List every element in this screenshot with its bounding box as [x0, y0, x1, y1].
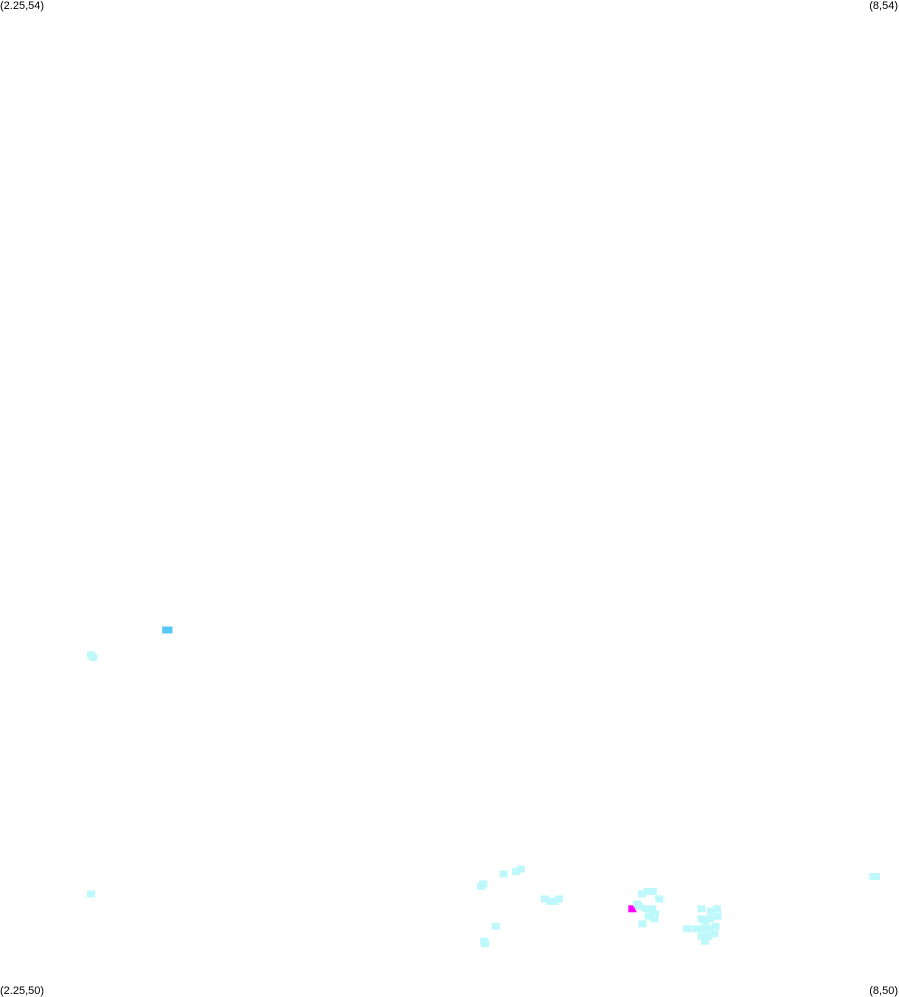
- heatmap-cell-low: [711, 922, 720, 930]
- heatmap-cell-low: [706, 915, 715, 923]
- heatmap-cell-low: [697, 905, 706, 913]
- heatmap-cell-low: [638, 890, 647, 898]
- heatmap-cell-low: [691, 925, 700, 933]
- heatmap-cell-low: [643, 887, 652, 895]
- corner-label-bottom-right: (8,50): [869, 985, 898, 997]
- heatmap-cell-low: [651, 910, 660, 918]
- heatmap-cell-low: [707, 907, 716, 915]
- heatmap-cell-low: [712, 905, 721, 913]
- heatmap-cell-low: [655, 895, 664, 903]
- heatmap-cell-low: [641, 905, 650, 913]
- heatmap-cell-low: [479, 880, 488, 888]
- heatmap-cell-low: [499, 870, 508, 878]
- heatmap-cell-low: [703, 932, 712, 940]
- heatmap-cell-low: [648, 887, 657, 895]
- heatmap-cell-low: [491, 922, 500, 930]
- heatmap-cell-low: [648, 905, 656, 913]
- heatmap-cell-low: [638, 920, 647, 928]
- heatmap-cell-low: [713, 912, 722, 920]
- heatmap-cell-low: [710, 930, 719, 938]
- heatmap-cell-low: [683, 925, 692, 933]
- heatmap-cell-low: [554, 895, 563, 903]
- heatmap-cell-low: [512, 868, 521, 875]
- heatmap-cells: [87, 626, 880, 948]
- heatmap-cell-low: [871, 873, 880, 880]
- heatmap-cell-low: [697, 932, 706, 940]
- heatmap-cell-low: [545, 897, 554, 905]
- heatmap-cell-low: [644, 912, 653, 920]
- heatmap-cell-low: [705, 925, 714, 933]
- heatmap-cell-low: [480, 937, 489, 945]
- heatmap-cell-low: [650, 915, 659, 923]
- corner-label-top-left: (2.25,54): [0, 0, 45, 12]
- heatmap-cell-low: [701, 937, 710, 945]
- heatmap-cell-low: [89, 653, 98, 661]
- heatmap-cell-low: [87, 890, 95, 898]
- heatmap-cell-high: [628, 905, 637, 913]
- heatmap-cell-low: [635, 902, 644, 910]
- corner-label-top-right: (8,54): [869, 0, 898, 12]
- heatmap-cell-mid: [164, 626, 173, 634]
- corner-label-bottom-left: (2.25,50): [0, 985, 45, 997]
- heatmap-cell-low: [699, 925, 708, 933]
- heatmap-cell-low: [697, 915, 706, 923]
- heatmap-cell-low: [540, 895, 549, 903]
- heatmap-cell-low: [516, 865, 525, 873]
